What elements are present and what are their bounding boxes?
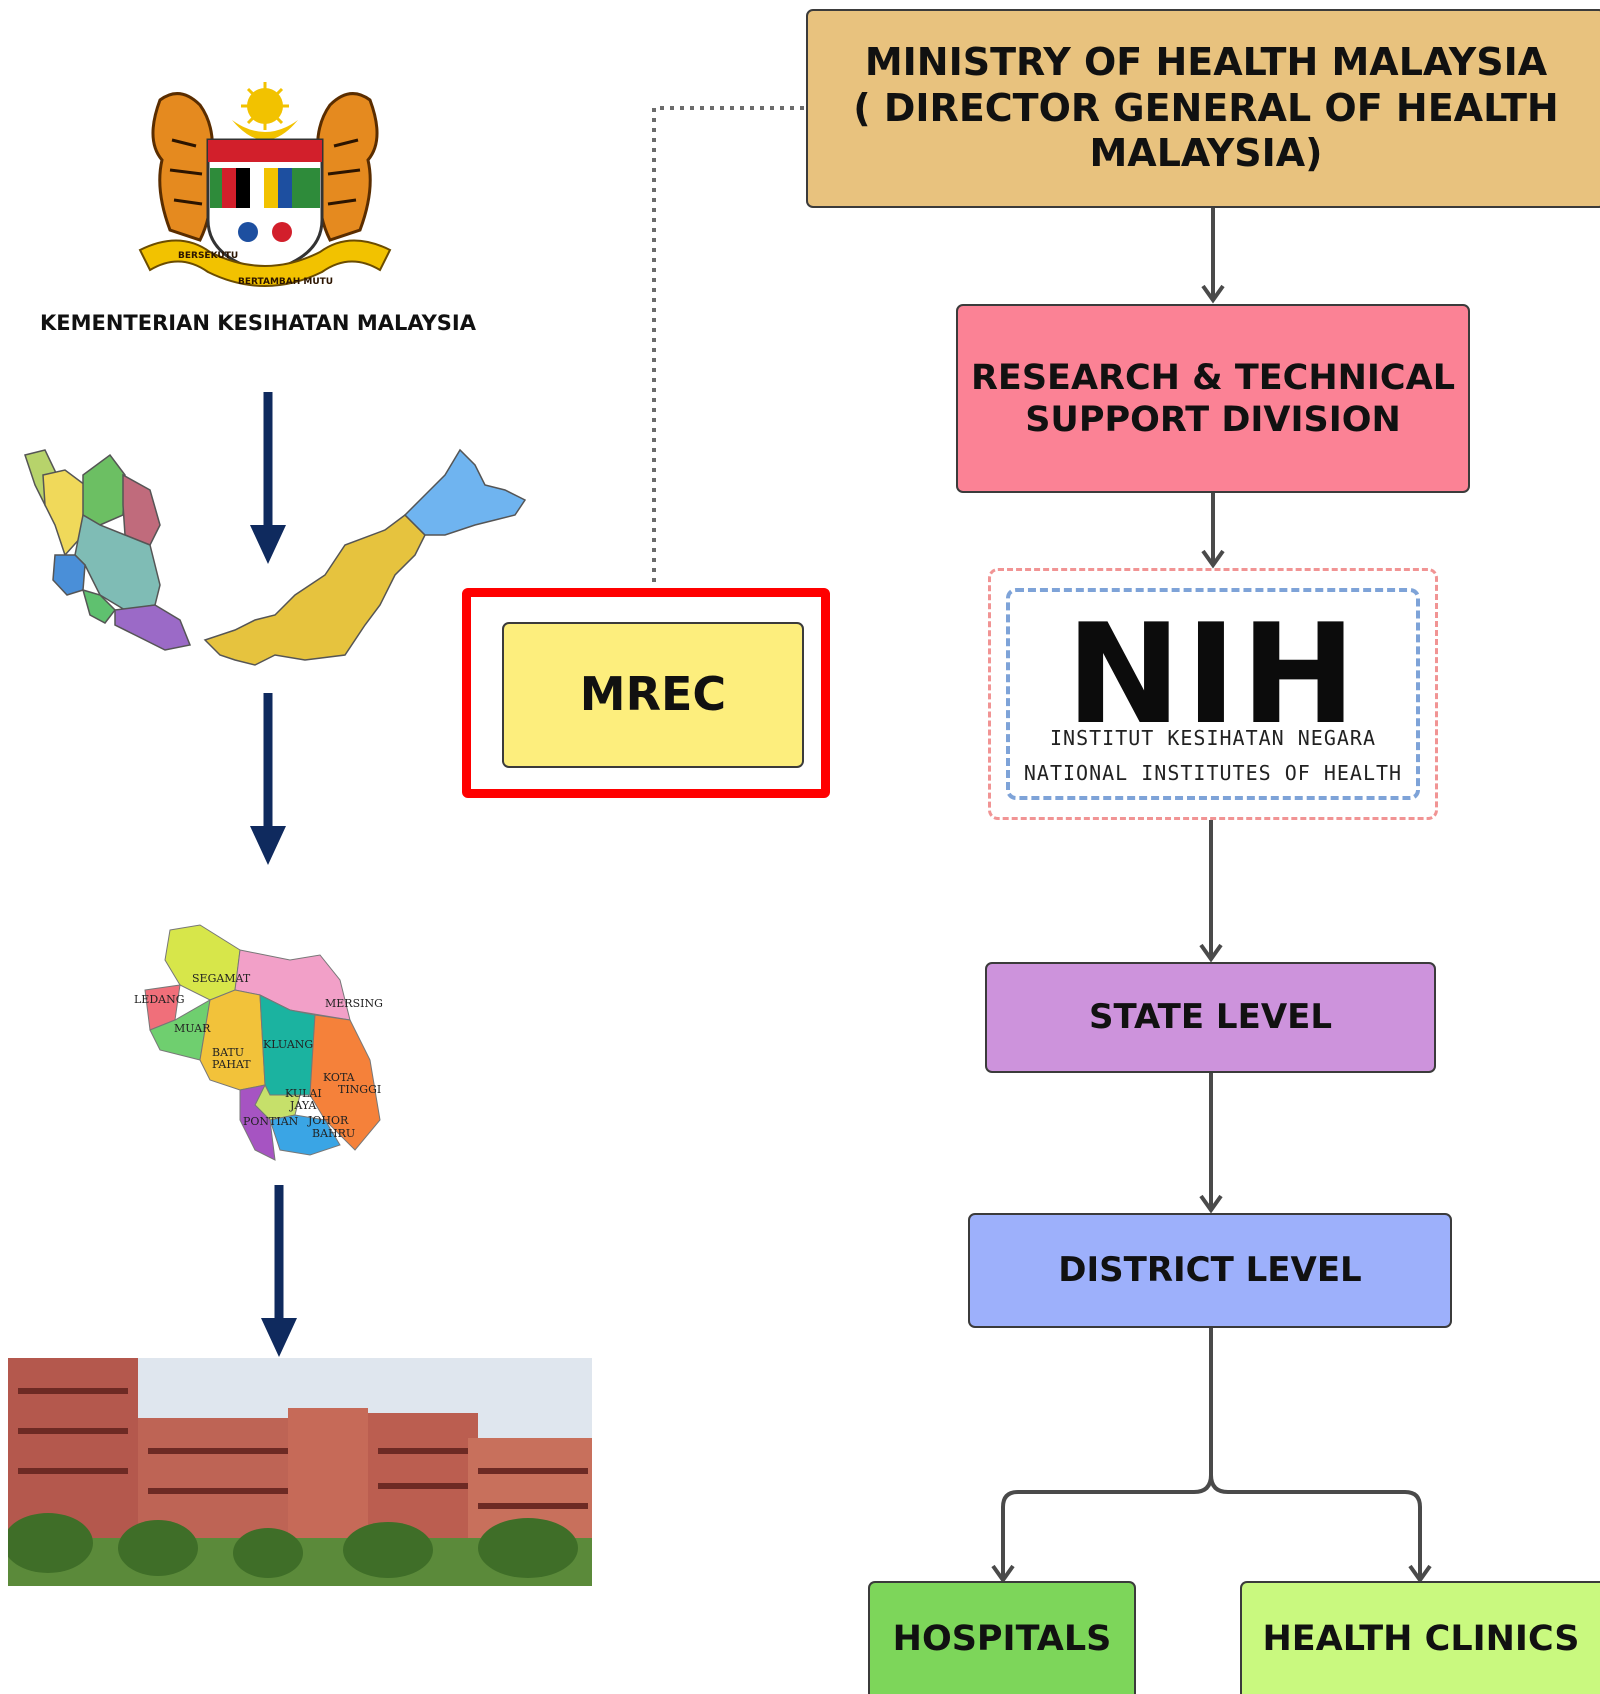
down-arrow-icon [250, 392, 286, 564]
map-label: BATU [212, 1046, 244, 1059]
nih-logo-text: NIH [1065, 594, 1361, 755]
map-label: KULAI [285, 1087, 322, 1100]
map-label: SEGAMAT [192, 972, 251, 985]
ministry-line3: MALAYSIA) [1089, 131, 1323, 176]
mrec-highlight-frame [462, 588, 830, 798]
health-clinics-node: HEALTH CLINICS [1240, 1581, 1600, 1694]
ministry-line2: ( DIRECTOR GENERAL OF HEALTH [853, 85, 1559, 130]
ribbon-left-text: BERSEKUTU [178, 251, 238, 261]
map-label: KOTA [323, 1071, 356, 1084]
state-level-node: STATE LEVEL [985, 962, 1436, 1073]
nih-malay-name: INSTITUT KESIHATAN NEGARA [1049, 726, 1377, 750]
research-division-node: RESEARCH & TECHNICAL SUPPORT DIVISION [956, 304, 1470, 493]
nih-english-name: NATIONAL INSTITUTES OF HEALTH [1023, 761, 1403, 785]
ministry-line1: MINISTRY OF HEALTH MALAYSIA [864, 40, 1548, 85]
malaysia-map-icon [24, 448, 527, 666]
research-line1: RESEARCH & TECHNICAL [970, 357, 1456, 398]
johor-district-map-icon: SEGAMAT LEDANG MUAR MERSING BATU PAHAT K… [134, 924, 383, 1161]
map-label: MUAR [174, 1022, 211, 1035]
nih-logo: NIH INSTITUT KESIHATAN NEGARA NATIONAL I… [988, 568, 1438, 820]
district-level-node: DISTRICT LEVEL [968, 1213, 1452, 1328]
map-label: KLUANG [263, 1038, 313, 1051]
research-line2: SUPPORT DIVISION [1025, 399, 1401, 440]
map-label: LEDANG [134, 993, 185, 1006]
nih-inner-dashed-border [1006, 588, 1420, 800]
down-arrow-icon [261, 1185, 297, 1357]
hospital-building-image [8, 1358, 592, 1586]
map-label: MERSING [325, 997, 383, 1010]
nih-outer-dashed-border [988, 568, 1438, 820]
map-label: BAHRU [312, 1127, 355, 1140]
emblem-caption: KEMENTERIAN KESIHATAN MALAYSIA [40, 311, 476, 335]
mrec-node: MREC [502, 622, 804, 768]
map-label: TINGGI [338, 1083, 381, 1096]
hospitals-node: HOSPITALS [868, 1581, 1136, 1694]
map-label: PONTIAN [243, 1115, 299, 1128]
map-label: PAHAT [212, 1058, 251, 1071]
ribbon-right-text: BERTAMBAH MUTU [238, 277, 333, 287]
map-label: JOHOR [307, 1114, 349, 1127]
map-label: JAYA [289, 1099, 317, 1112]
malaysia-coat-of-arms-icon: BERSEKUTU BERTAMBAH MUTU [138, 82, 392, 287]
down-arrow-icon [250, 693, 286, 865]
ministry-node: MINISTRY OF HEALTH MALAYSIA ( DIRECTOR G… [806, 9, 1600, 208]
